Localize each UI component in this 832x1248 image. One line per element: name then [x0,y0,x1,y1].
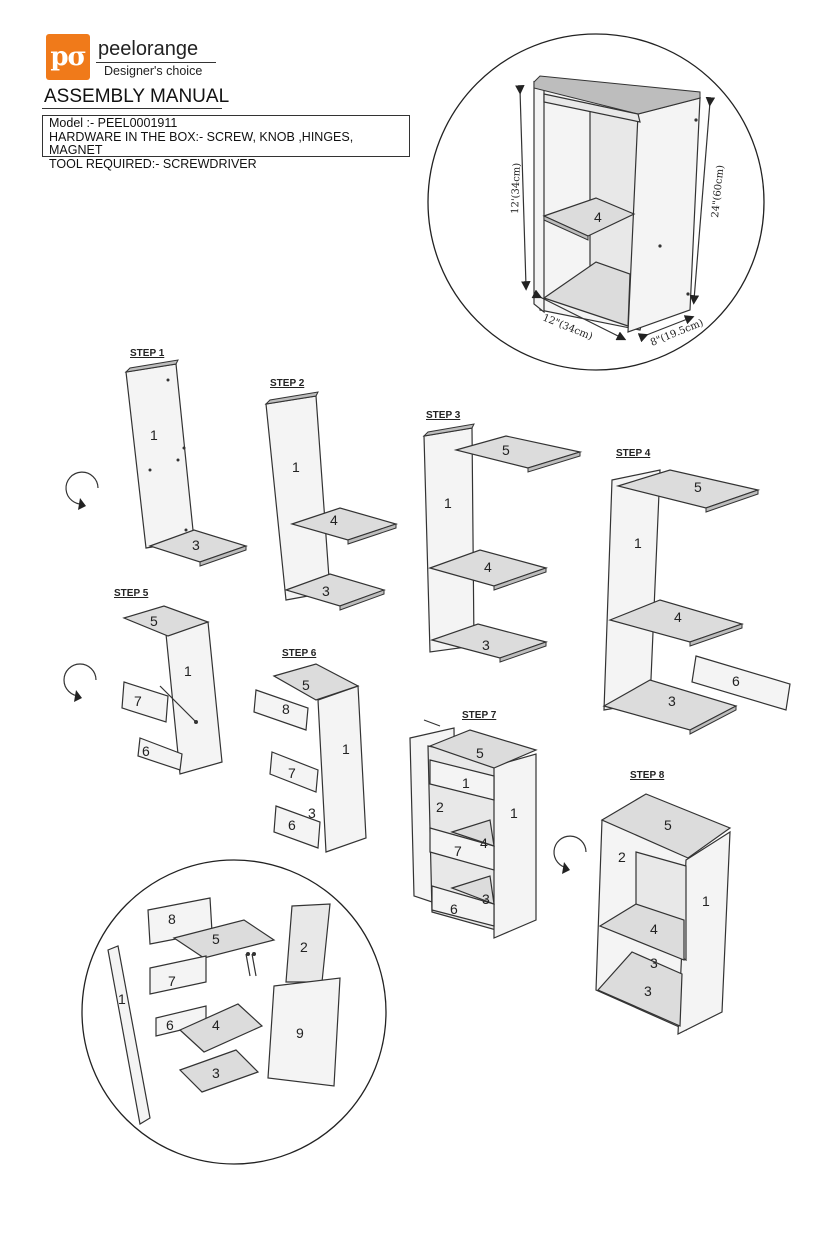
step-5-part-5-label: 5 [150,613,158,629]
finished-product-view: 4 12'(34cm) 24"(60cm) 12"(34cm) 8"(19.5c… [427,33,765,371]
step-7-part-1-label: 1 [510,805,518,821]
step-8-illustration: STEP 8 5 2 1 4 3 3 [595,770,732,1035]
step-7-part-6-label: 6 [450,901,458,917]
exploded-part-6-label: 6 [166,1017,174,1033]
step-4-part-3-label: 3 [668,693,676,709]
product-part-4-label: 4 [594,209,602,225]
logo-mark: pσ [50,42,86,72]
exploded-part-5-label: 5 [212,931,220,947]
exploded-part-3-label: 3 [212,1065,220,1081]
step-8-part-3-inner-label: 3 [650,955,658,971]
step-7-part-3-label: 3 [482,891,490,907]
hardware-line: HARDWARE IN THE BOX:- SCREW, KNOB ,HINGE… [49,129,354,157]
step-6-part-6-label: 6 [288,817,296,833]
step-8-part-1-label: 1 [702,893,710,909]
step-8-part-5-label: 5 [664,817,672,833]
tool-line: TOOL REQUIRED:- SCREWDRIVER [49,156,257,171]
exploded-part-2-label: 2 [300,939,308,955]
step-7-part-2-label: 2 [436,799,444,815]
brand-name: peelorange [98,38,199,60]
step-4-part-6-label: 6 [732,673,740,689]
step-8-label: STEP 8 [630,770,665,781]
step-7-part-5-label: 5 [476,745,484,761]
step-8-part-2-label: 2 [618,849,626,865]
exploded-part-4-label: 4 [212,1017,220,1033]
step-4-part-5-label: 5 [694,479,702,495]
step-1-part-1-label: 1 [150,427,158,443]
brand-divider [96,62,216,63]
step-4-label: STEP 4 [616,448,651,459]
step-5-label: STEP 5 [114,588,149,599]
step-4-part-4-label: 4 [674,609,682,625]
exploded-parts-view: 1 8 5 7 6 4 3 2 9 [81,859,387,1165]
step-6-part-1-label: 1 [342,741,350,757]
brand-tagline: Designer's choice [104,64,203,78]
step-6-label: STEP 6 [282,648,317,659]
title-underline [42,108,222,109]
step-4-illustration: STEP 4 1 5 4 3 6 [602,448,791,735]
model-line: Model :- PEEL0001911 [49,116,178,130]
step-8-part-3-label: 3 [644,983,652,999]
step-6-part-5-label: 5 [302,677,310,693]
step-2-illustration: STEP 2 1 4 3 [264,378,399,611]
exploded-part-9-label: 9 [296,1025,304,1041]
step-2-label: STEP 2 [270,378,305,389]
step-7-part-1-inner-label: 1 [462,775,470,791]
product-info-box: Model :- PEEL0001911 HARDWARE IN THE BOX… [42,115,410,170]
step-3-part-5-label: 5 [502,442,510,458]
step-6-part-7-label: 7 [288,765,296,781]
step-7-part-7-label: 7 [454,843,462,859]
exploded-part-1-label: 1 [118,991,126,1007]
step-1-part-3-label: 3 [192,537,200,553]
step-2-part-3-label: 3 [322,583,330,599]
step-5-illustration: STEP 5 5 1 7 6 [114,588,223,775]
height-dimension-left: 12'(34cm) [510,163,523,215]
step-7-illustration: STEP 7 5 1 1 2 4 7 3 6 [409,710,538,939]
step-8-part-4-label: 4 [650,921,658,937]
step-2-part-4-label: 4 [330,512,338,528]
step-6-illustration: STEP 6 5 1 8 7 3 6 [253,648,367,853]
step-5-part-1-label: 1 [184,663,192,679]
step-1-label: STEP 1 [130,348,165,359]
rotate-icon [553,835,587,874]
step-3-part-4-label: 4 [484,559,492,575]
rotate-icon [65,471,99,510]
step-7-part-4-label: 4 [480,835,488,851]
step-3-part-3-label: 3 [482,637,490,653]
step-1-illustration: STEP 1 1 3 [124,348,248,567]
rotate-icon [63,663,97,702]
exploded-part-7-label: 7 [168,973,176,989]
step-5-part-7-label: 7 [134,693,142,709]
step-4-part-1-label: 1 [634,535,642,551]
step-6-part-3-label: 3 [308,805,316,821]
step-3-part-1-label: 1 [444,495,452,511]
step-5-part-6-label: 6 [142,743,150,759]
step-6-part-8-label: 8 [282,701,290,717]
step-7-label: STEP 7 [462,710,497,721]
manual-title: ASSEMBLY MANUAL [44,86,230,107]
step-2-part-1-label: 1 [292,459,300,475]
brand-logo: pσ [46,34,90,80]
step-3-label: STEP 3 [426,410,461,421]
step-3-illustration: STEP 3 1 5 4 3 [422,410,583,663]
exploded-part-8-label: 8 [168,911,176,927]
